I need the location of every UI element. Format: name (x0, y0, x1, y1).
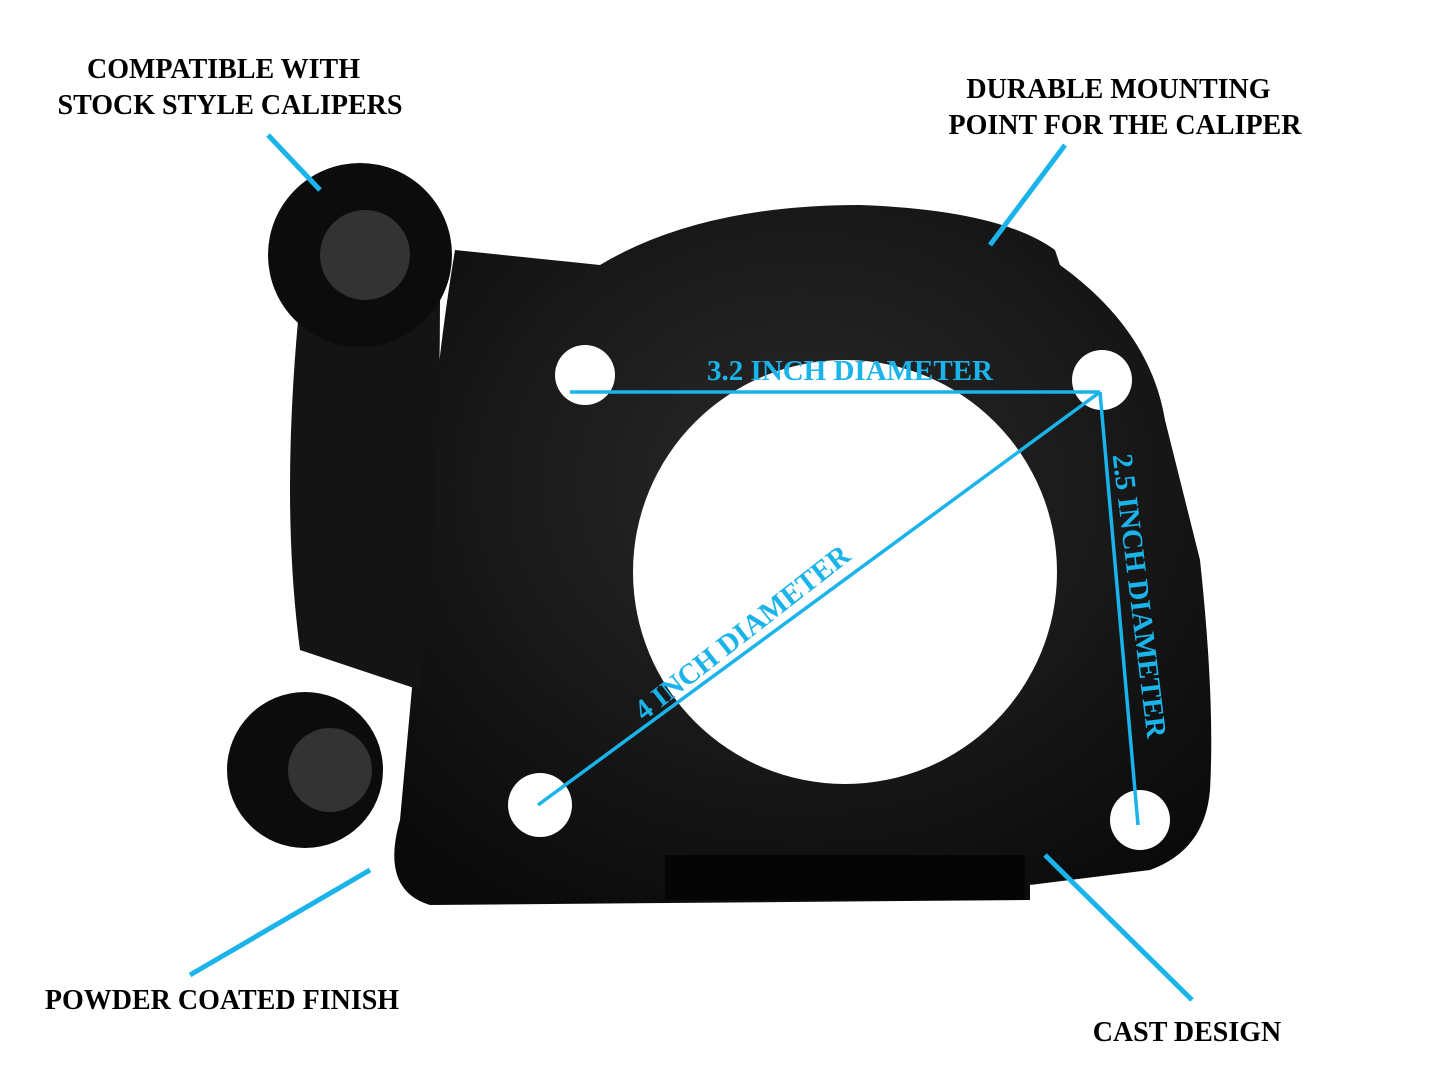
callout-compatible: COMPATIBLE WITH STOCK STYLE CALIPERS (58, 54, 403, 121)
brake-bracket-photo (227, 163, 1212, 905)
callout-mounting-point: DURABLE MOUNTING POINT FOR THE CALIPER (949, 74, 1303, 141)
callout-cast-design: CAST DESIGN (1093, 1017, 1282, 1048)
center-bore (633, 360, 1057, 784)
callout-powder-coated: POWDER COATED FINISH (45, 985, 399, 1016)
dimension-lines (536, 390, 1140, 826)
callout-lines (188, 133, 1194, 1002)
dimension-3-2-inch: 3.2 INCH DIAMETER (707, 355, 994, 387)
